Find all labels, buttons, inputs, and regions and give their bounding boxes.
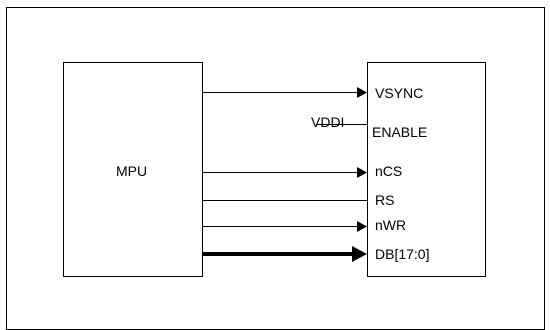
- mpu-label: MPU: [116, 163, 148, 179]
- pin-label-enable: ENABLE: [372, 124, 428, 140]
- pin-label-rs: RS: [375, 192, 395, 208]
- mpu-block: [63, 62, 203, 277]
- nwr-arrowhead: [357, 221, 367, 232]
- display-block: [367, 62, 486, 277]
- pin-label-vsync: VSYNC: [375, 85, 424, 101]
- vddi-label: VDDI: [311, 114, 345, 130]
- pin-label-ncs: nCS: [375, 163, 403, 179]
- pin-label-nwr: nWR: [375, 217, 407, 233]
- vsync-arrowhead: [357, 87, 367, 98]
- pin-label-db: DB[17:0]: [375, 246, 430, 262]
- ncs-arrowhead: [357, 167, 367, 178]
- db-arrowhead: [352, 246, 367, 262]
